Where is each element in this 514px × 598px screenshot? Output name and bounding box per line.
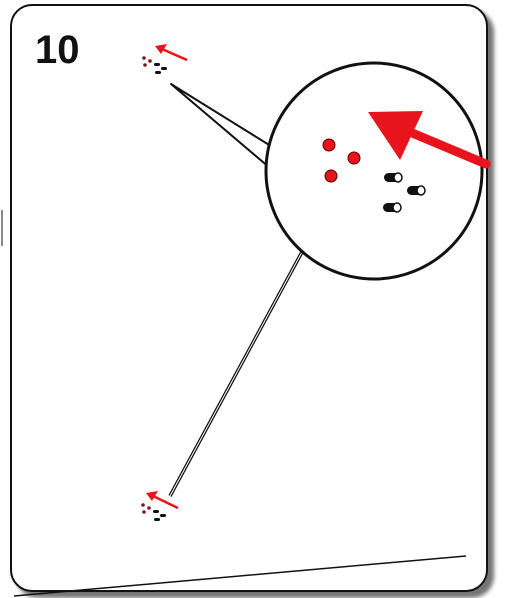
board-edge-line (14, 556, 466, 596)
red-arrow-icon (155, 44, 187, 60)
red-dot-icon (323, 139, 335, 151)
red-dot-icon (325, 170, 337, 182)
distance-line-inner (170, 252, 302, 496)
cam-dowel-icon (383, 203, 401, 212)
red-dot-icon (348, 152, 360, 164)
top-part-group (142, 44, 187, 74)
red-dot-icon (142, 56, 146, 60)
callout-leader (171, 84, 274, 168)
bottom-part-group (141, 491, 178, 521)
red-dot-icon (143, 63, 147, 67)
magnifier-circle (266, 63, 482, 279)
cam-dowel-icon (154, 63, 160, 66)
cam-dowel-icon (160, 514, 166, 517)
cam-dowel-icon (154, 518, 160, 521)
cam-dowel-icon (153, 510, 159, 513)
red-dot-icon (148, 59, 152, 63)
cam-dowel-icon (155, 71, 161, 74)
red-dot-icon (147, 506, 151, 510)
cam-dowel-icon (161, 67, 167, 70)
red-dot-icon (142, 510, 146, 514)
red-dot-icon (141, 503, 145, 507)
cam-dowel-icon (407, 186, 425, 195)
cam-dowel-icon (384, 173, 402, 182)
